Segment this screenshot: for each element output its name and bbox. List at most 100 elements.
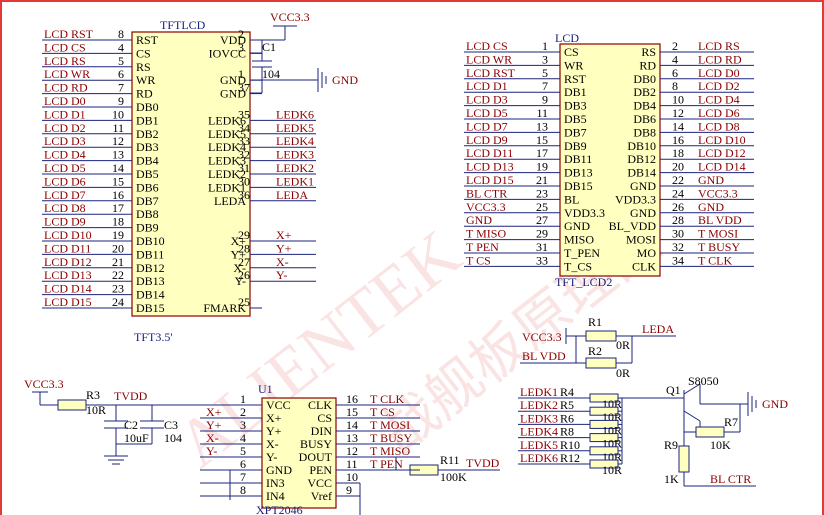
u1-pin-12-number: 12 bbox=[346, 444, 358, 458]
u1-pin-9-number: 9 bbox=[346, 483, 352, 497]
tftlcd-pin-34-net: LEDK5 bbox=[276, 121, 314, 135]
led-row-ledk2-ref: R5 bbox=[560, 398, 574, 412]
c2-ref: C2 bbox=[124, 418, 138, 432]
tftlcd-pin-25-number: 25 bbox=[238, 295, 250, 309]
u1-pin-11-label: PEN bbox=[309, 463, 332, 477]
tftlcd-pin-31-number: 31 bbox=[238, 161, 250, 175]
tftlcd-pin-6-number: 6 bbox=[118, 67, 124, 81]
u1-pin-16-label: CLK bbox=[308, 398, 332, 412]
leda-label: LEDA bbox=[642, 322, 674, 336]
u1-pin-2-net: X+ bbox=[206, 405, 222, 419]
tftlcd-pin-4-label: CS bbox=[136, 46, 151, 60]
tftlcd-pin-7-number: 7 bbox=[118, 81, 124, 95]
lcd-pin-15-number: 15 bbox=[536, 133, 548, 147]
lcd-pin-5-number: 5 bbox=[542, 66, 548, 80]
tftlcd-pin-10-net: LCD D1 bbox=[44, 107, 86, 121]
u1-pin-15-label: CS bbox=[317, 411, 332, 425]
lcd-pin-14-label: DB8 bbox=[633, 125, 656, 139]
tftlcd-pin-20-net: LCD D11 bbox=[44, 241, 91, 255]
lcd-pin-10-number: 10 bbox=[672, 93, 684, 107]
tftlcd-pin-10-number: 10 bbox=[112, 107, 124, 121]
tftlcd-pin-15-label: DB6 bbox=[136, 180, 159, 194]
gnd-label-tft: GND bbox=[332, 73, 358, 87]
tftlcd-pin-4-number: 4 bbox=[118, 40, 124, 54]
r7-ref: R7 bbox=[724, 415, 738, 429]
tftlcd-pin-12-net: LCD D3 bbox=[44, 134, 86, 148]
r9-body bbox=[678, 445, 690, 473]
tftlcd-pin-35-label: LEDK6 bbox=[208, 113, 246, 127]
tftlcd-power: VCC3.3 C1 104 GND bbox=[250, 10, 358, 94]
tftlcd-pin-29-number: 29 bbox=[238, 228, 250, 242]
lcd-pin-20-number: 20 bbox=[672, 160, 684, 174]
lcd-pin-34-number: 34 bbox=[672, 253, 684, 267]
led-row-ledk2-net: LEDK2 bbox=[520, 398, 558, 412]
r1-value: 0R bbox=[616, 338, 630, 352]
tftlcd-pin-6-net: LCD WR bbox=[44, 67, 90, 81]
lcd-pin-25-label: VDD3.3 bbox=[564, 206, 605, 220]
lcd-pin-30-number: 30 bbox=[672, 227, 684, 241]
lcd-pin-11-net: LCD D5 bbox=[466, 106, 508, 120]
tftlcd-name: TFT3.5' bbox=[134, 330, 173, 344]
u1-pin-16-number: 16 bbox=[346, 392, 358, 406]
lcd-pin-8-net: LCD D2 bbox=[698, 79, 740, 93]
led-row-ledk4-ref: R8 bbox=[560, 425, 574, 439]
tftlcd-pin-10-label: DB1 bbox=[136, 113, 159, 127]
tftlcd-pin-2-number: 2 bbox=[238, 27, 244, 41]
tftlcd-pin-15-number: 15 bbox=[112, 174, 124, 188]
led-row-ledk5-ref: R10 bbox=[560, 438, 580, 452]
tftlcd-pin-3-number: 3 bbox=[238, 40, 244, 54]
lcd-pin-16-label: DB10 bbox=[627, 139, 656, 153]
lcd-pin-4-number: 4 bbox=[672, 52, 678, 66]
u1-pin-4-label: X- bbox=[266, 437, 279, 451]
tftlcd-pin-17-net: LCD D8 bbox=[44, 201, 86, 215]
led-row-ledk6-ref: R12 bbox=[560, 451, 580, 465]
lcd-pin-28-net: BL VDD bbox=[698, 213, 742, 227]
tftlcd-pin-26-net: Y- bbox=[276, 268, 287, 282]
r1-body bbox=[585, 330, 617, 342]
u1-ref: U1 bbox=[258, 382, 273, 396]
lcd-pin-8-number: 8 bbox=[672, 79, 678, 93]
lcd-pin-19-label: DB13 bbox=[564, 166, 593, 180]
q1-emitter bbox=[683, 410, 701, 422]
lcd-pin-22-label: GND bbox=[630, 179, 656, 193]
vcc-label-bl: VCC3.3 bbox=[522, 330, 562, 344]
lcd-pin-9-number: 9 bbox=[542, 93, 548, 107]
tftlcd-pin-2-label: VDD bbox=[220, 33, 246, 47]
lcd-pin-30-net: T MOSI bbox=[698, 227, 738, 241]
u1-pin-3-net: Y+ bbox=[206, 418, 222, 432]
tftlcd-pin-9-number: 9 bbox=[118, 94, 124, 108]
tftlcd-pin-31-label: LEDK2 bbox=[208, 167, 246, 181]
tftlcd-pin-32-net: LEDK3 bbox=[276, 148, 314, 162]
lcd-pin-7-label: DB1 bbox=[564, 85, 587, 99]
lcd-pin-27-number: 27 bbox=[536, 213, 548, 227]
tftlcd-pin-5-label: RS bbox=[136, 60, 151, 74]
led-row-ledk6-value: 10R bbox=[602, 463, 622, 477]
lcd-pin-30-label: MOSI bbox=[626, 233, 656, 247]
tftlcd-pin-35-number: 35 bbox=[238, 107, 250, 121]
lcd-pin-11-label: DB5 bbox=[564, 112, 587, 126]
